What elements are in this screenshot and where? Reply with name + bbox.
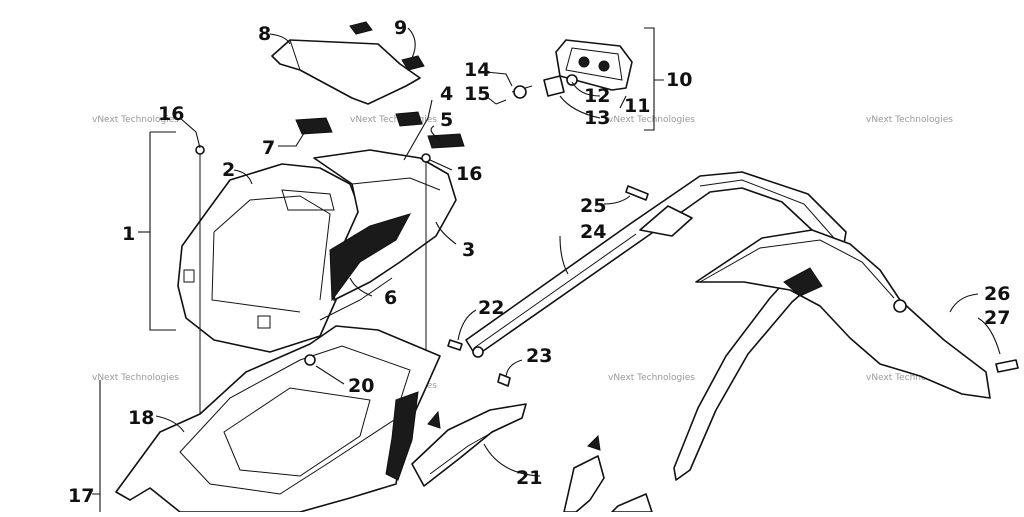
callout-24: 24 (580, 221, 606, 243)
callout-5: 5 (440, 109, 453, 131)
callout-17: 17 (68, 485, 94, 507)
storage-tray-part (115, 325, 441, 513)
callout-3: 3 (462, 239, 475, 261)
watermark: vNext Technologies (608, 115, 695, 125)
tail-light-part (495, 39, 633, 105)
screw-part (995, 359, 1019, 373)
callout-16: 16 (456, 163, 482, 185)
fastener-part (421, 153, 431, 163)
lower-fragments (427, 410, 653, 513)
callout-6: 6 (384, 287, 397, 309)
cover-plate-part (271, 39, 421, 105)
callout-9: 9 (394, 17, 407, 39)
callout-27: 27 (984, 307, 1010, 329)
callout-18: 18 (128, 407, 154, 429)
watermark: vNext Technologies (608, 373, 695, 383)
watermark: vNext Technologies (92, 373, 179, 383)
callout-11: 11 (624, 95, 650, 117)
leader-lines (92, 27, 1001, 512)
watermark: vNext Technologies (350, 115, 437, 125)
callout-2: 2 (222, 159, 235, 181)
callout-25: 25 (580, 195, 606, 217)
callout-1: 1 (122, 223, 135, 245)
callout-21: 21 (516, 467, 542, 489)
grab-handle-part (465, 171, 847, 481)
callout-10: 10 (666, 69, 692, 91)
hardware-parts (447, 185, 649, 387)
callouts: 1 2 3 4 5 6 7 8 9 10 11 12 13 14 15 16 1… (68, 17, 1010, 507)
bracket-part (411, 403, 527, 487)
side-rail-part (313, 149, 457, 321)
callout-12: 12 (584, 85, 610, 107)
callout-15: 15 (464, 83, 490, 105)
watermark: vNext Technologies (92, 115, 179, 125)
callout-14: 14 (464, 59, 490, 81)
callout-26: 26 (984, 283, 1010, 305)
callout-16: 16 (158, 103, 184, 125)
tail-housing-part (177, 163, 361, 353)
clip-part (349, 21, 425, 71)
callout-7: 7 (262, 137, 275, 159)
callout-13: 13 (584, 107, 610, 129)
grommet-part (304, 354, 316, 366)
rear-flap-part (695, 229, 991, 399)
watermark: vNext Technologies (866, 373, 953, 383)
callout-4: 4 (440, 83, 453, 105)
callout-23: 23 (526, 345, 552, 367)
callout-20: 20 (348, 375, 374, 397)
callout-22: 22 (478, 297, 504, 319)
callout-8: 8 (258, 23, 271, 45)
watermark: vNext Technologies (866, 115, 953, 125)
